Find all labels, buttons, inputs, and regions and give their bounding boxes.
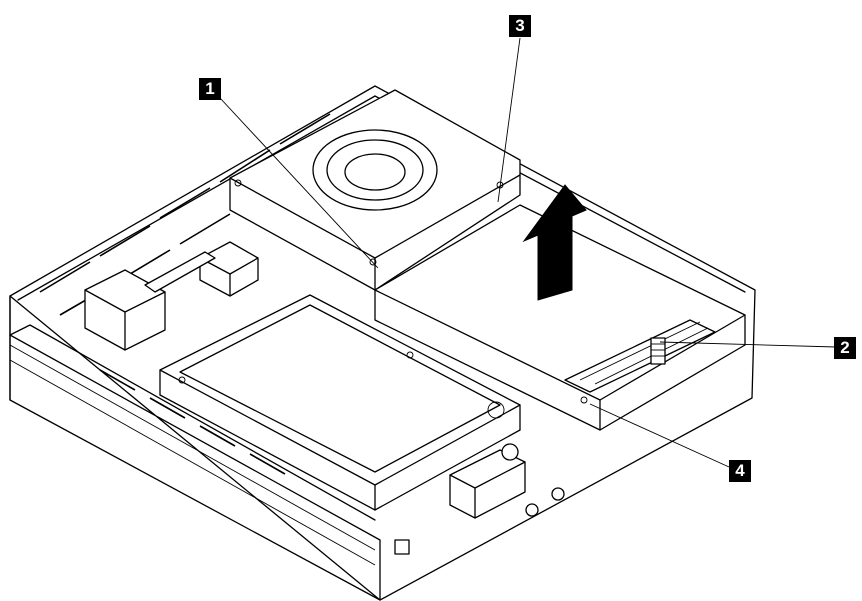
callout-1: 1: [199, 78, 221, 100]
callout-2: 2: [834, 337, 856, 359]
heat-sink: [374, 204, 746, 431]
fan-duct: [229, 89, 521, 291]
hard-disk-drive: [159, 294, 521, 511]
callout-leaders: [219, 37, 837, 468]
lift-up-arrow: [522, 184, 587, 301]
rear-connectors: [84, 241, 259, 351]
callout-4: 4: [729, 460, 751, 482]
front-panel-ports: [394, 443, 565, 555]
callout-3: 3: [509, 15, 531, 37]
